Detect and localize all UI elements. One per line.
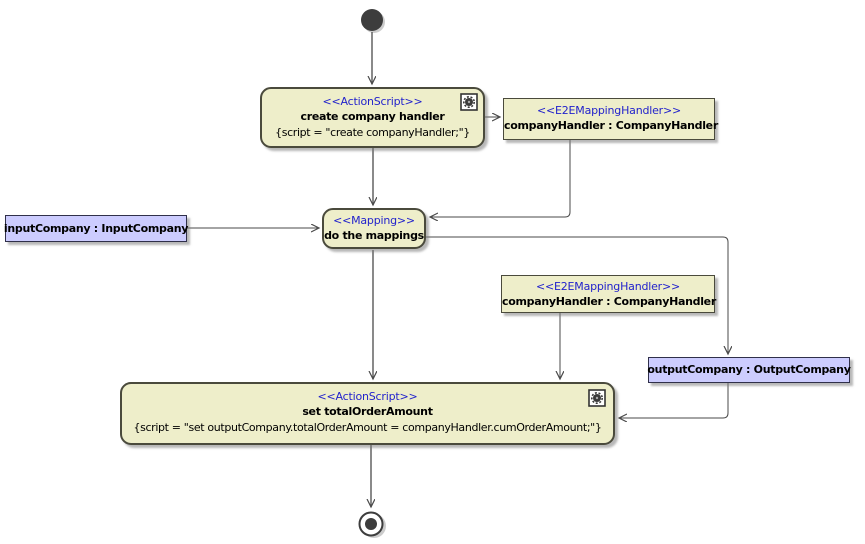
action-name: set totalOrderAmount [302, 405, 433, 418]
object-name: outputCompany : OutputCompany [647, 363, 851, 376]
edge-mapping-to-output [426, 236, 728, 354]
action-script: {script = "set outputCompany.totalOrderA… [133, 421, 602, 434]
stereotype-label: <<E2EMappingHandler>> [536, 104, 682, 117]
gear-icon [460, 93, 478, 111]
edge-output-to-set [619, 383, 729, 418]
action-set-total-order-amount[interactable]: <<ActionScript>> set totalOrderAmount {s… [120, 382, 615, 445]
initial-node[interactable] [361, 9, 383, 31]
final-node-inner [365, 518, 377, 530]
object-name: inputCompany : InputCompany [3, 221, 189, 235]
action-name: do the mappings [324, 229, 424, 242]
stereotype-label: <<ActionScript>> [322, 95, 423, 108]
action-create-company-handler[interactable]: <<ActionScript>> create company handler … [260, 87, 485, 148]
object-company-handler-2[interactable]: <<E2EMappingHandler>> companyHandler : C… [501, 275, 716, 313]
object-input-company[interactable]: inputCompany : InputCompany [3, 215, 189, 242]
object-output-company[interactable]: outputCompany : OutputCompany [647, 357, 851, 383]
stereotype-label: <<Mapping>> [333, 214, 415, 227]
stereotype-label: <<ActionScript>> [317, 390, 418, 403]
action-name: create company handler [300, 110, 445, 123]
gear-icon [588, 389, 606, 407]
stereotype-label: <<E2EMappingHandler>> [535, 280, 681, 293]
object-name: companyHandler : CompanyHandler [504, 119, 718, 132]
object-company-handler-1[interactable]: <<E2EMappingHandler>> companyHandler : C… [503, 98, 718, 140]
action-script: {script = "create companyHandler;"} [275, 126, 470, 139]
object-name: companyHandler : CompanyHandler [502, 295, 716, 308]
action-do-the-mappings[interactable]: <<Mapping>> do the mappings [322, 208, 426, 249]
edge-handler1-to-mapping [430, 140, 571, 217]
